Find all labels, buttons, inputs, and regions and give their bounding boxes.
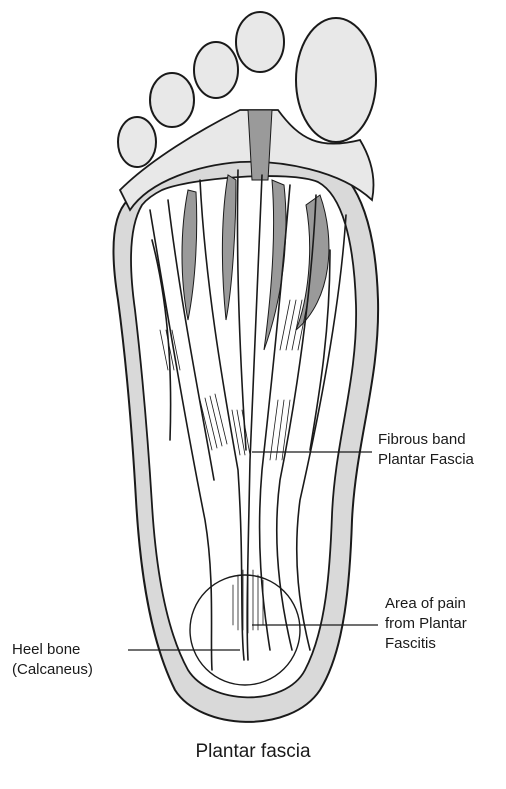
heel-bone-line-1: Heel bone [12, 640, 93, 660]
fibrous-band-line-2: Plantar Fascia [378, 450, 474, 470]
fourth-toe [150, 73, 194, 127]
second-toe [236, 12, 284, 72]
fibrous-band-line-1: Fibrous band [378, 430, 474, 450]
area-of-pain-line-1: Area of pain [385, 594, 467, 614]
area-of-pain-line-2: from Plantar [385, 614, 467, 634]
diagram-caption: Plantar fascia [0, 741, 506, 763]
third-toe [194, 42, 238, 98]
fifth-toe [118, 117, 156, 167]
heel-bone-line-2: (Calcaneus) [12, 660, 93, 680]
area-of-pain-label: Area of pain from Plantar Fascitis [385, 594, 467, 654]
heel-bone-label: Heel bone (Calcaneus) [12, 640, 93, 680]
fibrous-band-label: Fibrous band Plantar Fascia [378, 430, 474, 470]
area-of-pain-line-3: Fascitis [385, 634, 467, 654]
big-toe [296, 18, 376, 142]
